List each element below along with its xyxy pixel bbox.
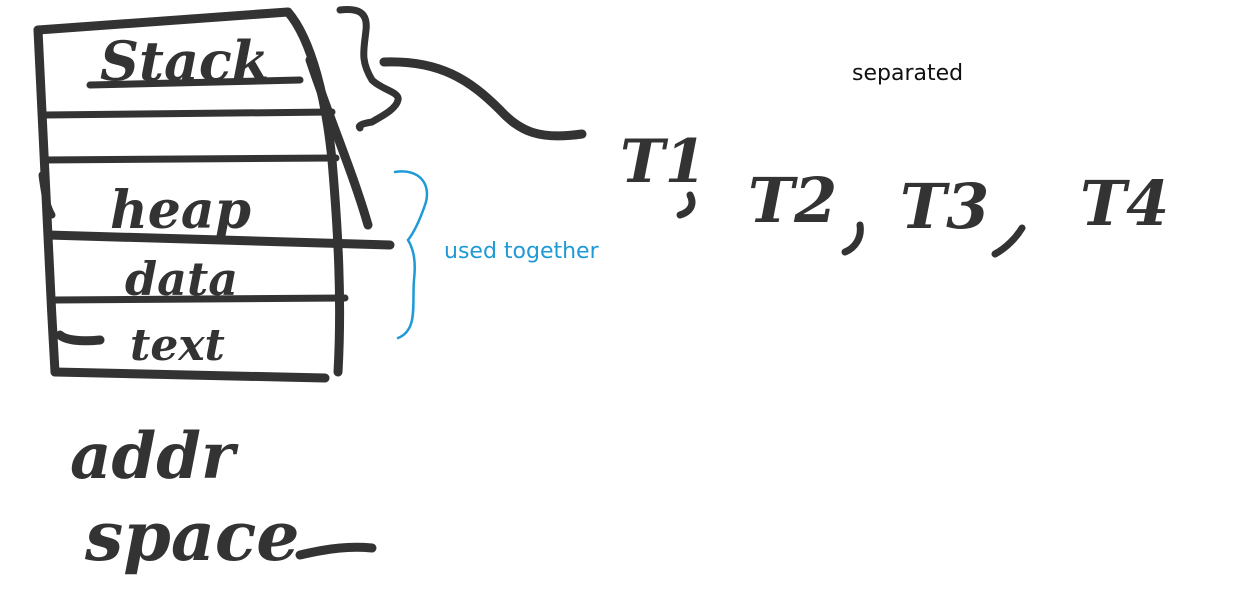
box-right-flare [305,55,373,230]
divider-2 [40,154,340,164]
thread-t3: T3 [900,170,989,243]
text-tick [55,330,105,346]
comma-after-t3 [991,224,1026,258]
caption-space: space [84,497,300,577]
thread-t1: T1 [620,127,706,197]
stack-underline [86,76,304,89]
thread-t4: T4 [1080,167,1169,240]
address-space-box [33,7,395,383]
comma-after-t2 [841,221,864,256]
caption-addr: addr [70,419,239,494]
label-used-together: used together [444,239,600,264]
used-together-brace [393,170,429,340]
stack-brace [336,6,402,132]
connector-stroke [379,57,587,141]
label-separated: separated [852,61,963,86]
box-bottom [50,367,330,383]
threads-group: T1 T2 T3 T4 [620,127,1169,258]
divider-heap [43,230,395,250]
divider-1 [41,108,336,119]
segment-heap: heap [110,180,251,241]
divider-data [51,294,349,304]
segment-data: data [125,252,238,306]
comma-after-t1 [676,191,696,219]
box-left-tick [38,171,56,219]
space-tail-stroke [295,542,377,560]
segment-text: text [130,320,225,371]
segment-stack: Stack [100,29,269,93]
thread-t2: T2 [748,164,837,237]
